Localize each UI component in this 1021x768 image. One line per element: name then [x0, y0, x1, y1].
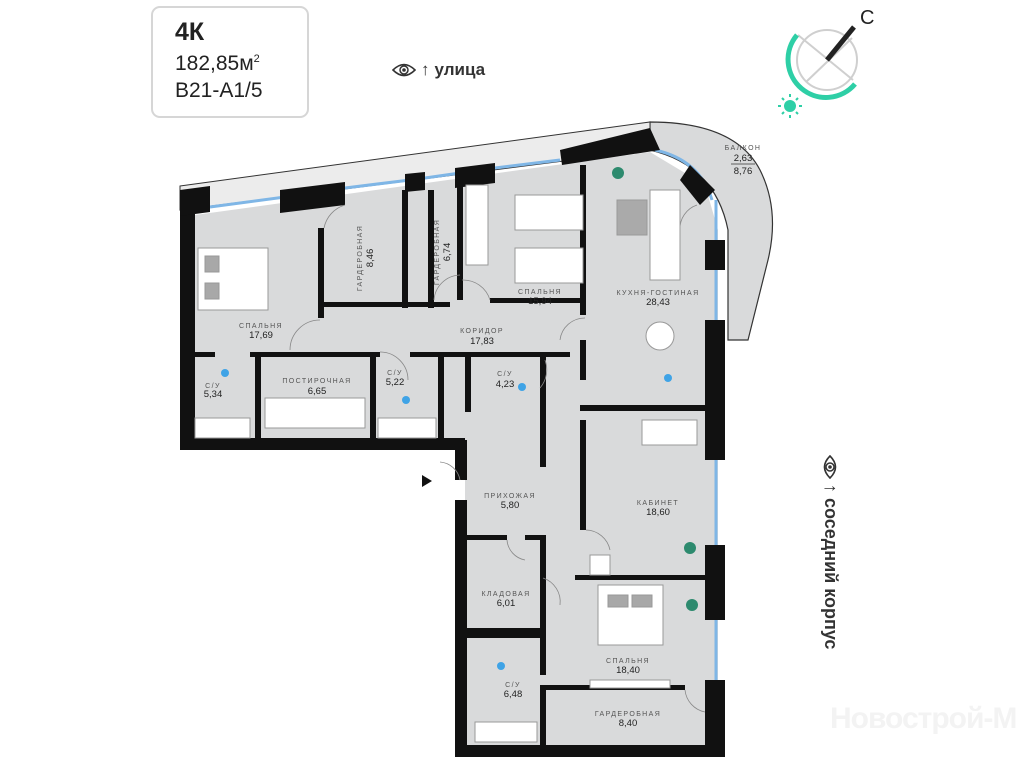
- bed-icon: [514, 247, 584, 284]
- apartment-type: 4К: [175, 18, 205, 46]
- svg-text:СПАЛЬНЯ: СПАЛЬНЯ: [518, 289, 562, 296]
- room-bathroom-4: С/У6,48: [504, 682, 523, 700]
- door-swings: [289, 204, 706, 713]
- watermark: Новострой-М: [830, 702, 1017, 735]
- svg-text:ГАРДЕРОБНАЯ: ГАРДЕРОБНАЯ: [434, 219, 441, 285]
- floor-area: [195, 152, 718, 745]
- svg-text:5,22: 5,22: [386, 377, 405, 388]
- svg-text:БАЛКОН: БАЛКОН: [725, 145, 762, 152]
- svg-text:6,01: 6,01: [497, 598, 516, 609]
- svg-text:КОРИДОР: КОРИДОР: [460, 328, 504, 335]
- sofa-icon: [641, 419, 698, 446]
- apartment-code: B21-A1/5: [175, 79, 263, 102]
- svg-text:С/У: С/У: [387, 370, 403, 377]
- area-unit-sup: 2: [253, 53, 260, 65]
- svg-text:28,43: 28,43: [646, 297, 670, 308]
- svg-text:18,40: 18,40: [616, 665, 640, 676]
- bed-icon: [514, 194, 584, 231]
- apartment-info-card: 4К 182,85м2 B21-A1/5: [151, 6, 309, 118]
- svg-text:С/У: С/У: [205, 383, 221, 390]
- view-neighbor-label: ↑ соседний корпус: [815, 455, 845, 685]
- svg-text:ГАРДЕРОБНАЯ: ГАРДЕРОБНАЯ: [357, 225, 364, 291]
- svg-text:15,94: 15,94: [528, 296, 552, 307]
- svg-text:КЛАДОВАЯ: КЛАДОВАЯ: [481, 591, 530, 598]
- walls: [180, 128, 725, 757]
- room-bathroom-2: С/У5,22: [386, 370, 405, 388]
- tv-stand-icon: [589, 679, 671, 689]
- svg-text:18,60: 18,60: [646, 507, 670, 518]
- svg-text:С/У: С/У: [505, 682, 521, 689]
- view-street-text: улица: [434, 60, 486, 79]
- svg-text:2,63: 2,63: [734, 153, 753, 164]
- svg-text:5,34: 5,34: [204, 389, 223, 400]
- water-drop-icons: [221, 369, 672, 670]
- svg-text:ГАРДЕРОБНАЯ: ГАРДЕРОБНАЯ: [595, 711, 661, 718]
- bathtub-icon: [474, 721, 538, 743]
- arrow-up-icon: ↑: [421, 60, 430, 79]
- svg-text:ПРИХОЖАЯ: ПРИХОЖАЯ: [484, 493, 536, 500]
- svg-text:6,65: 6,65: [308, 386, 327, 397]
- dining-table-icon: [645, 321, 675, 351]
- room-bathroom-1: С/У5,34: [204, 383, 223, 400]
- compass-icon: С: [778, 7, 874, 118]
- bathtub-icon: [377, 417, 437, 439]
- view-street-label: ↑ улица: [392, 60, 485, 80]
- apartment-area: 182,85м2: [175, 46, 307, 77]
- area-value: 182,85м: [175, 52, 254, 75]
- eye-icon: [824, 455, 837, 479]
- sun-icon: [778, 94, 802, 118]
- svg-text:КУХНЯ-ГОСТИНАЯ: КУХНЯ-ГОСТИНАЯ: [616, 290, 699, 297]
- svg-text:СПАЛЬНЯ: СПАЛЬНЯ: [239, 323, 283, 330]
- sofa-icon: [649, 189, 681, 281]
- compass-north-letter: С: [860, 7, 874, 29]
- svg-text:8,46: 8,46: [365, 249, 376, 268]
- bed-icon: [597, 584, 664, 646]
- cabinet-icon: [589, 554, 611, 576]
- svg-text:6,74: 6,74: [442, 243, 453, 262]
- desk-icon: [465, 184, 489, 266]
- svg-text:ПОСТИРОЧНАЯ: ПОСТИРОЧНАЯ: [282, 378, 351, 385]
- svg-text:8,76: 8,76: [734, 166, 753, 177]
- svg-text:6,48: 6,48: [504, 689, 523, 700]
- eye-icon: [392, 63, 416, 77]
- svg-text:5,80: 5,80: [501, 500, 520, 511]
- laundry-cabinet: [264, 397, 366, 429]
- rug-icon: [616, 199, 648, 236]
- entrance-arrow-icon: [422, 475, 432, 487]
- svg-text:СПАЛЬНЯ: СПАЛЬНЯ: [606, 658, 650, 665]
- room-bathroom-3: С/У4,23: [496, 371, 515, 390]
- svg-text:17,69: 17,69: [249, 330, 273, 341]
- svg-text:С/У: С/У: [497, 371, 513, 378]
- furniture: [194, 184, 698, 743]
- svg-text:КАБИНЕТ: КАБИНЕТ: [637, 500, 679, 507]
- svg-text:8,40: 8,40: [619, 718, 638, 729]
- svg-text:4,23: 4,23: [496, 379, 515, 390]
- bathtub-icon: [194, 417, 251, 439]
- svg-text:17,83: 17,83: [470, 336, 494, 347]
- plant-icons: [612, 167, 698, 611]
